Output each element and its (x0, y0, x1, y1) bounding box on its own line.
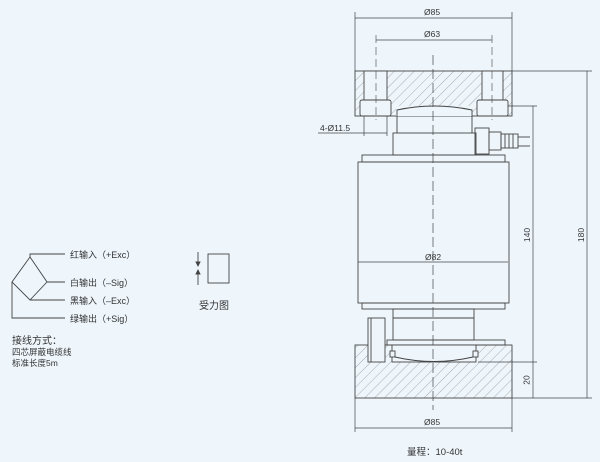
dim-height-base: 20 (521, 375, 532, 385)
dim-top-outer: Ø85 (424, 7, 441, 17)
measuring-range: 量程：10-40t (407, 447, 463, 458)
dim-height-total: 180 (576, 227, 587, 243)
wiring-title: 接线方式： (12, 336, 62, 347)
dimension-lines (318, 12, 592, 432)
dim-top-inner: Ø63 (424, 29, 441, 39)
dim-holes: 4-Ø11.5 (320, 123, 351, 133)
force-diagram-label: 受力图 (199, 301, 229, 312)
dim-body: Ø82 (425, 252, 442, 262)
wire-label-black: 黑输入（–Exc） (70, 296, 136, 306)
dim-height-body: 140 (522, 227, 533, 243)
force-diagram (195, 252, 230, 285)
wire-label-white: 白输出（–Sig） (70, 278, 134, 288)
wire-label-red: 红输入（+Exc） (70, 250, 136, 260)
load-cell-drawing (354, 35, 530, 410)
cable-length: 标准长度5m (12, 358, 58, 368)
dim-bottom: Ø85 (424, 417, 441, 427)
wire-label-green: 绿输出（+Sig） (70, 314, 134, 324)
cable-type: 四芯屏蔽电缆线 (12, 347, 72, 357)
wheatstone-bridge (11, 253, 65, 319)
